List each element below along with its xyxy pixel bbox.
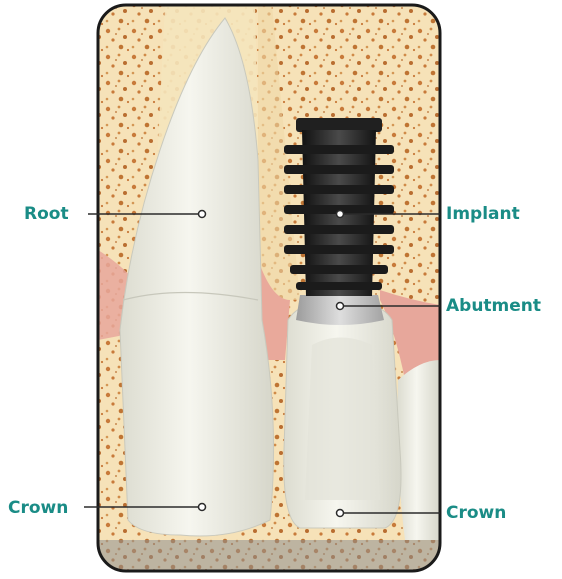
implant-marker <box>337 211 344 218</box>
implant-label: Implant <box>446 204 520 224</box>
abutment-label: Abutment <box>446 296 541 316</box>
crown-right-marker <box>337 510 344 517</box>
crown-left-label: Crown <box>8 498 68 518</box>
crown-right-label: Crown <box>446 503 506 523</box>
bottom-shadow <box>98 540 440 571</box>
root-label: Root <box>24 204 69 224</box>
abutment-marker <box>337 303 344 310</box>
crown-inner <box>305 338 380 501</box>
crown-left-marker <box>199 504 206 511</box>
diagram-canvas <box>98 5 440 571</box>
root-marker <box>199 211 206 218</box>
